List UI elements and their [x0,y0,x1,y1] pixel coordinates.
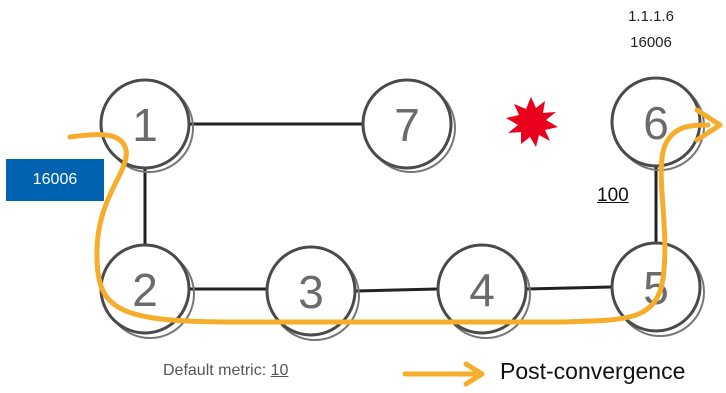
node-6-label: 6 [643,97,669,149]
node-5: 5 [610,241,705,337]
node-3: 3 [265,245,360,341]
node-6-sid: 16006 [630,34,672,51]
link-5-6-metric: 100 [597,185,629,206]
explosion-icon [506,97,558,147]
node-2: 2 [99,243,195,339]
node-7-label: 7 [394,99,420,151]
legend-arrow-head [463,361,485,387]
node-3-label: 3 [298,266,324,318]
node-4: 4 [436,243,531,339]
default-metric-legend: Default metric: 10 [163,362,288,380]
default-metric-label: Default metric: [163,362,271,379]
post-convergence-legend-label: Post-convergence [500,358,686,384]
link-3-4 [355,287,438,293]
link-4-5 [525,285,612,291]
default-metric-value: 10 [270,362,289,379]
post-convergence-path [67,122,711,325]
post-convergence-arrowhead [694,107,723,143]
node-1-label: 1 [132,99,158,151]
prefix-sid-tag: 16006 [6,159,104,201]
node-6-address: 1.1.1.6 [628,8,674,25]
node-4-label: 4 [469,264,495,316]
node-2-label: 2 [132,264,158,316]
node-7: 7 [361,78,456,173]
node-1: 1 [99,78,194,173]
